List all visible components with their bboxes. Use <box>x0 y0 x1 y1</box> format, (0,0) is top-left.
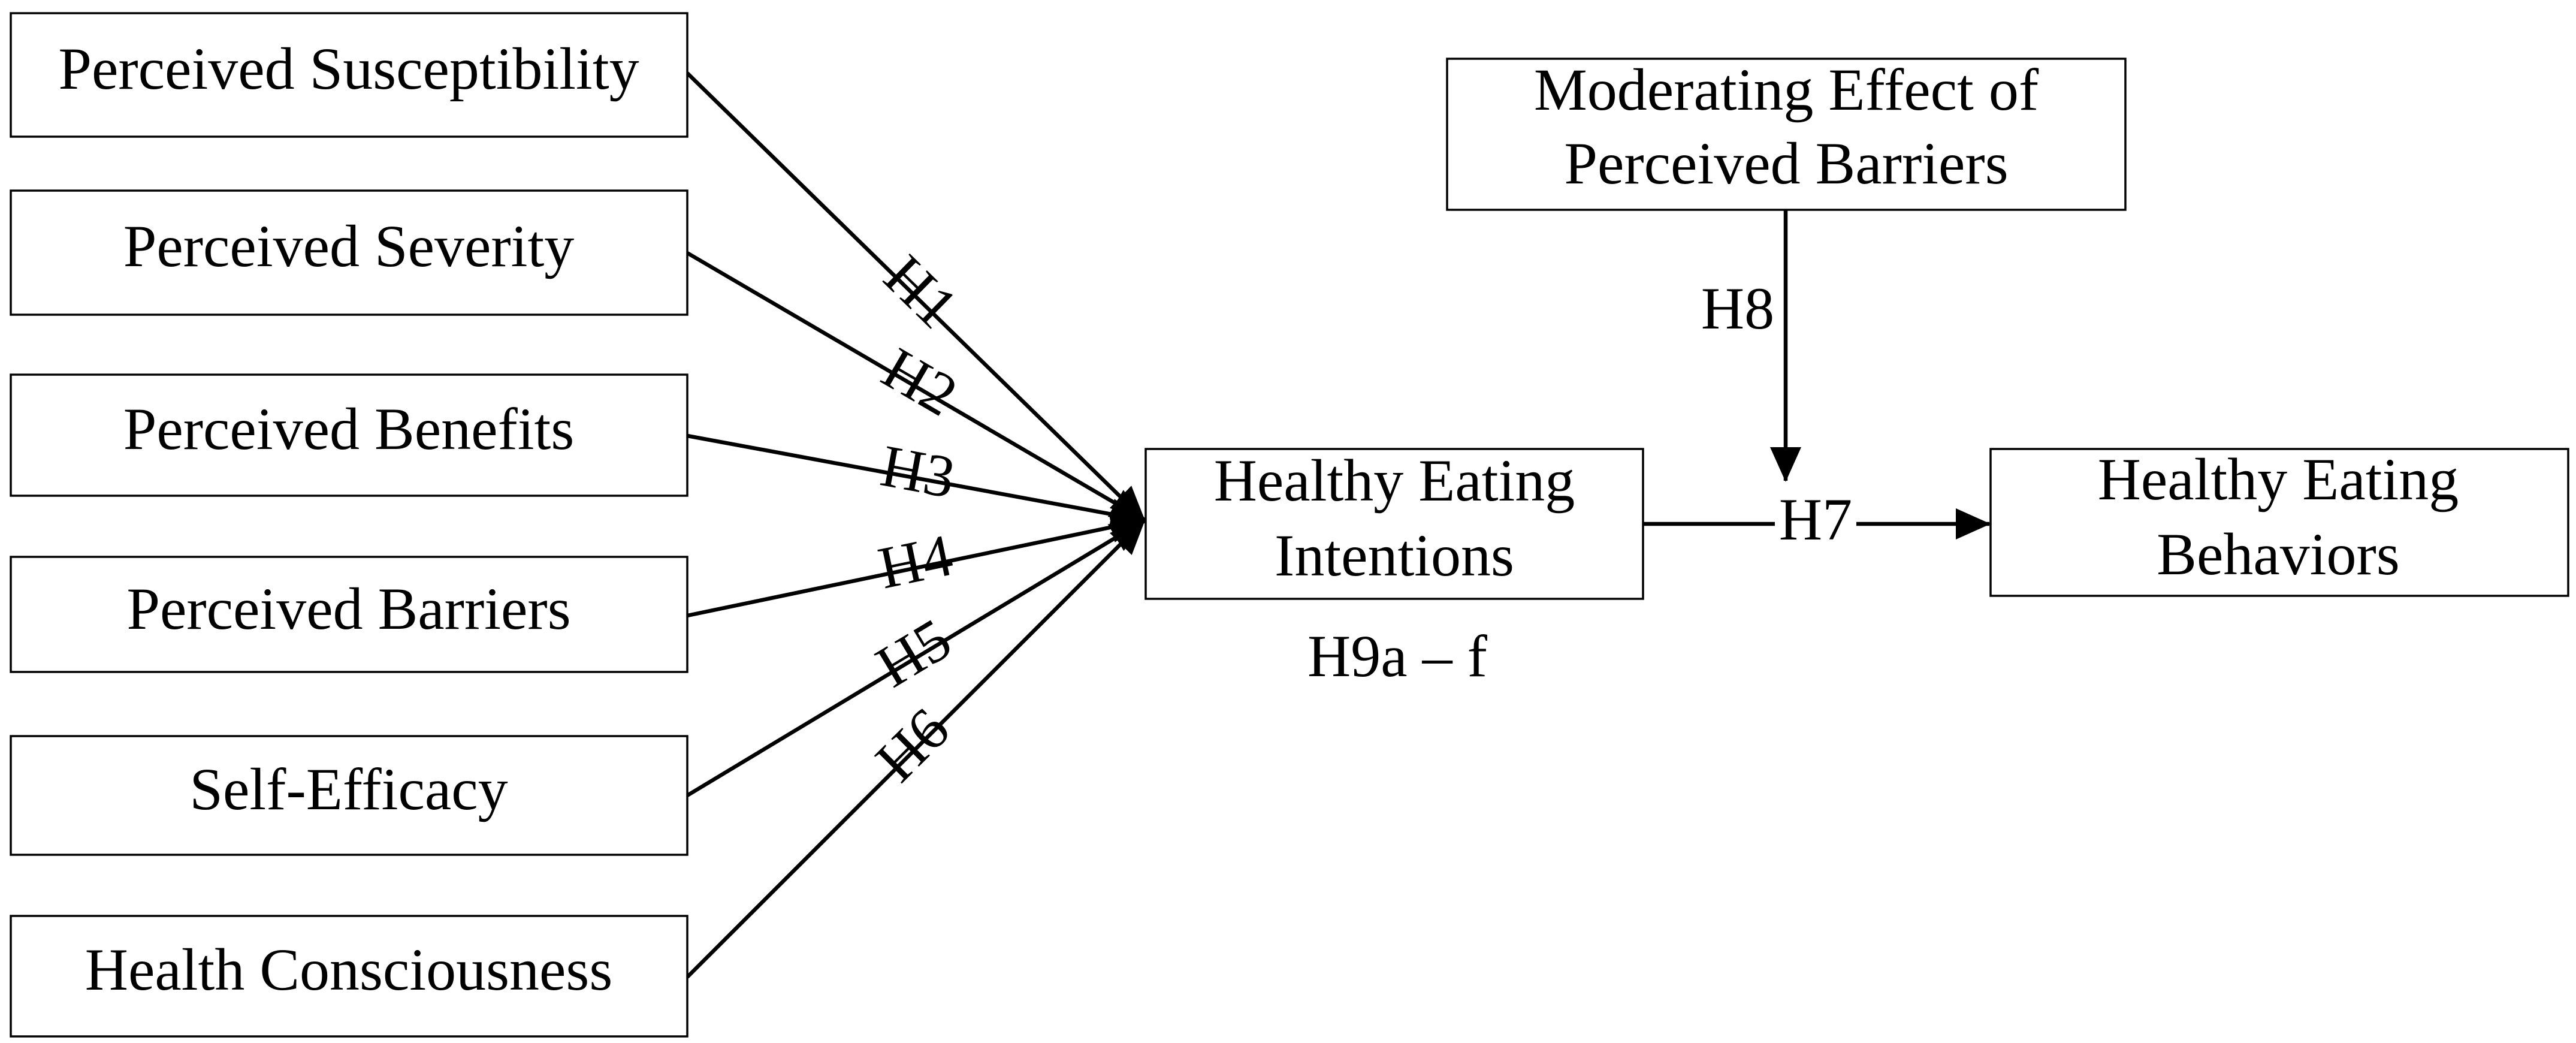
node-perceived-benefits-label: Perceived Benefits <box>123 396 575 462</box>
node-healthy-eating-intentions-line-1: Healthy Eating <box>1214 447 1575 514</box>
node-self-efficacy-label: Self-Efficacy <box>189 756 508 822</box>
label-h5: H5 <box>865 605 962 700</box>
node-moderating-effect-line-1: Moderating Effect of <box>1534 56 2039 123</box>
label-h8: H8 <box>1701 275 1774 342</box>
label-h1: H1 <box>872 242 971 341</box>
edge-h6 <box>685 519 1146 979</box>
node-perceived-barriers-label: Perceived Barriers <box>126 575 570 642</box>
node-perceived-barriers: Perceived Barriers <box>10 556 688 673</box>
node-healthy-eating-behaviors: Healthy Eating Behaviors <box>1989 446 2569 597</box>
edges <box>685 71 1991 979</box>
label-h4: H4 <box>873 522 958 602</box>
node-perceived-severity: Perceived Severity <box>10 189 688 316</box>
label-h7: H7 <box>1779 486 1852 553</box>
node-health-consciousness-label: Health Consciousness <box>85 936 612 1003</box>
node-perceived-benefits: Perceived Benefits <box>10 373 688 497</box>
edge-h1 <box>685 71 1146 522</box>
node-healthy-eating-intentions: Healthy Eating Intentions <box>1144 447 1644 600</box>
node-moderating-effect-line-2: Perceived Barriers <box>1564 130 2008 197</box>
node-perceived-susceptibility-label: Perceived Susceptibility <box>58 35 639 102</box>
node-health-consciousness: Health Consciousness <box>10 915 688 1038</box>
node-perceived-severity-label: Perceived Severity <box>123 213 575 279</box>
edge-h5 <box>686 519 1146 797</box>
node-healthy-eating-intentions-line-2: Intentions <box>1275 522 1514 589</box>
node-moderating-effect: Moderating Effect of Perceived Barriers <box>1446 56 2127 211</box>
label-h6: H6 <box>863 695 962 794</box>
label-h9: H9a – f <box>1307 623 1488 689</box>
label-h7-background <box>1775 495 1856 553</box>
node-healthy-eating-behaviors-line-2: Behaviors <box>2157 521 2399 587</box>
edge-h3 <box>687 433 1146 530</box>
node-self-efficacy: Self-Efficacy <box>10 735 688 856</box>
label-h2: H2 <box>872 334 969 429</box>
edge-h4 <box>687 511 1146 618</box>
node-healthy-eating-behaviors-line-1: Healthy Eating <box>2098 446 2459 513</box>
edge-h2 <box>686 251 1146 522</box>
label-h3: H3 <box>876 432 960 511</box>
node-perceived-susceptibility: Perceived Susceptibility <box>10 12 688 138</box>
